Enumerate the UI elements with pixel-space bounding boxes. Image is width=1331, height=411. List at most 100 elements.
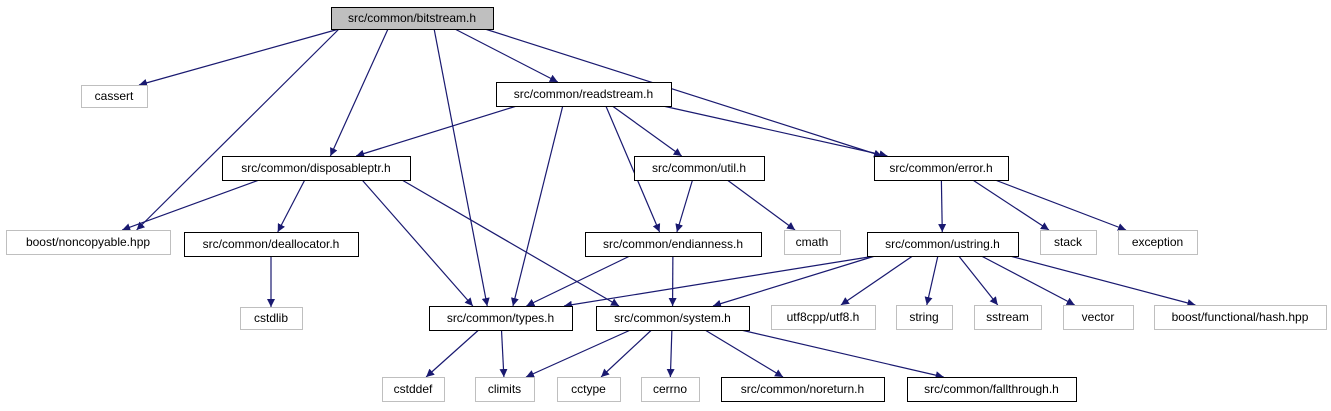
edge-line xyxy=(675,179,694,233)
node-util[interactable]: src/common/util.h xyxy=(634,156,765,181)
node-box xyxy=(6,230,171,255)
node-cerrno: cerrno xyxy=(641,377,700,402)
node-label: src/common/bitstream.h xyxy=(348,11,476,25)
edge-ustring-to-utf8 xyxy=(840,255,913,306)
edge-line xyxy=(511,105,564,307)
edge-ustring-to-types xyxy=(563,255,876,309)
edge-bitstream-to-readstream xyxy=(454,28,559,83)
node-label: src/common/disposableptr.h xyxy=(241,161,390,175)
edge-line xyxy=(454,28,559,83)
edge-line xyxy=(712,255,876,308)
node-box xyxy=(596,306,750,331)
node-box xyxy=(1063,305,1134,330)
edge-line xyxy=(433,28,490,307)
node-box xyxy=(896,305,953,330)
node-stack: stack xyxy=(1040,230,1097,255)
edge-system-to-cctype xyxy=(600,329,652,378)
edge-readstream-to-types xyxy=(511,105,564,307)
edge-line xyxy=(662,105,888,159)
edge-readstream-to-endianness xyxy=(605,105,661,233)
node-label: utf8cpp/utf8.h xyxy=(787,310,860,324)
edge-line xyxy=(981,255,1075,306)
node-error[interactable]: src/common/error.h xyxy=(874,156,1009,181)
node-cctype: cctype xyxy=(557,377,621,402)
edge-line xyxy=(840,255,913,306)
node-label: string xyxy=(909,310,938,324)
node-label: vector xyxy=(1082,310,1115,324)
node-endianness[interactable]: src/common/endianness.h xyxy=(585,232,762,257)
node-label: stack xyxy=(1054,235,1083,249)
edge-system-to-fallthrough xyxy=(740,329,944,380)
node-label: boost/functional/hash.hpp xyxy=(1172,310,1309,324)
edge-line xyxy=(425,329,480,378)
edge-line xyxy=(666,329,675,378)
node-label: boost/noncopyable.hpp xyxy=(26,235,150,249)
node-box xyxy=(240,307,303,330)
node-noncopyable: boost/noncopyable.hpp xyxy=(6,230,171,255)
node-cstddef: cstddef xyxy=(382,377,445,402)
node-bitstream: src/common/bitstream.h xyxy=(331,7,494,30)
node-deallocator[interactable]: src/common/deallocator.h xyxy=(184,232,359,257)
edge-system-to-climits xyxy=(525,329,631,378)
node-cassert: cassert xyxy=(81,85,148,108)
node-box xyxy=(974,305,1042,330)
node-box xyxy=(1118,230,1198,255)
node-box xyxy=(874,156,1009,181)
node-label: climits xyxy=(488,382,521,396)
edge-line xyxy=(994,179,1127,231)
node-readstream[interactable]: src/common/readstream.h xyxy=(496,82,672,107)
node-label: src/common/system.h xyxy=(614,311,731,325)
edge-bitstream-to-noncopyable xyxy=(136,28,340,231)
edge-line xyxy=(958,255,999,306)
node-label: cstddef xyxy=(394,382,433,396)
edge-line xyxy=(563,255,876,309)
node-cmath: cmath xyxy=(784,230,841,255)
edge-disposableptr-to-types xyxy=(361,179,474,307)
edge-line xyxy=(329,28,389,157)
node-cstdlib: cstdlib xyxy=(240,307,303,330)
node-string: string xyxy=(896,305,953,330)
node-box xyxy=(184,232,359,257)
edge-disposableptr-to-noncopyable xyxy=(121,179,260,232)
node-fallthrough[interactable]: src/common/fallthrough.h xyxy=(907,377,1077,402)
node-label: exception xyxy=(1132,235,1183,249)
edge-line xyxy=(526,255,631,307)
edge-ustring-to-string xyxy=(924,255,939,306)
node-system[interactable]: src/common/system.h xyxy=(596,306,750,331)
node-box xyxy=(721,377,885,402)
node-disposableptr[interactable]: src/common/disposableptr.h xyxy=(222,156,411,181)
node-vector: vector xyxy=(1063,305,1134,330)
edge-line xyxy=(605,105,661,233)
node-label: cassert xyxy=(95,89,134,103)
edge-line xyxy=(600,329,652,378)
node-label: src/common/endianness.h xyxy=(603,237,743,251)
edge-readstream-to-error xyxy=(662,105,888,159)
node-label: src/common/error.h xyxy=(889,161,992,175)
node-box xyxy=(1040,230,1097,255)
node-label: src/common/noreturn.h xyxy=(741,382,864,396)
node-sstream: sstream xyxy=(974,305,1042,330)
node-ustring[interactable]: src/common/ustring.h xyxy=(867,232,1019,257)
node-types[interactable]: src/common/types.h xyxy=(429,306,573,331)
edge-util-to-cmath xyxy=(726,179,796,231)
node-box xyxy=(81,85,148,108)
node-box xyxy=(382,377,445,402)
node-label: src/common/deallocator.h xyxy=(203,237,340,251)
node-hash: boost/functional/hash.hpp xyxy=(1154,305,1327,330)
edge-line xyxy=(972,179,1050,231)
edge-bitstream-to-types xyxy=(433,28,490,307)
node-noreturn[interactable]: src/common/noreturn.h xyxy=(721,377,885,402)
edge-bitstream-to-cassert xyxy=(138,28,340,87)
node-label: cstdlib xyxy=(254,311,288,325)
edge-error-to-exception xyxy=(994,179,1127,231)
edge-ustring-to-system xyxy=(712,255,876,308)
node-climits: climits xyxy=(475,377,535,402)
node-box xyxy=(496,82,672,107)
edge-line xyxy=(499,329,508,378)
edge-disposableptr-to-deallocator xyxy=(277,179,306,233)
edge-error-to-ustring xyxy=(938,179,947,233)
edge-line xyxy=(740,329,944,380)
edge-line xyxy=(525,329,631,378)
node-label: src/common/types.h xyxy=(447,311,554,325)
edges-layer xyxy=(121,28,1196,380)
